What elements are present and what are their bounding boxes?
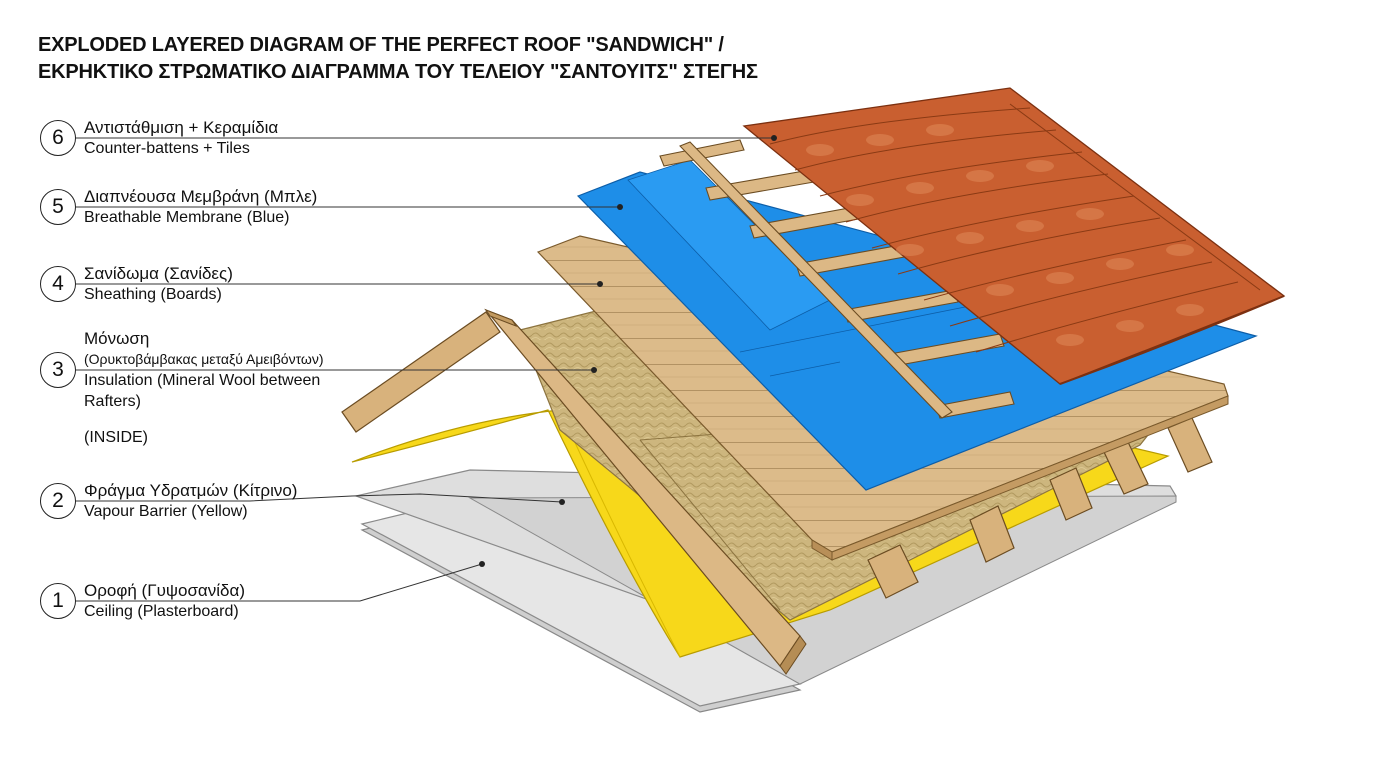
title-line-english: EXPLODED LAYERED DIAGRAM OF THE PERFECT … xyxy=(38,34,724,56)
callout-greek: Σανίδωμα (Σανίδες) xyxy=(84,264,233,283)
callout-english: Vapour Barrier (Yellow) xyxy=(84,503,248,520)
callout-number: 4 xyxy=(40,266,76,302)
callout-english: Counter-battens + Tiles xyxy=(84,140,250,157)
callout-english: Breathable Membrane (Blue) xyxy=(84,209,290,226)
callout-english: Insulation (Mineral Wool between xyxy=(84,372,321,389)
page-title: EXPLODED LAYERED DIAGRAM OF THE PERFECT … xyxy=(38,32,758,86)
callout-english: Ceiling (Plasterboard) xyxy=(84,603,239,620)
callout-english-cont: Rafters) xyxy=(84,393,141,410)
callout-number: 3 xyxy=(40,352,76,388)
title-line-greek: ΕΚΡΗΚΤΙΚΟ ΣΤΡΩΜΑΤΙΚΟ ΔΙΑΓΡΑΜΜΑ ΤΟΥ ΤΕΛΕΙ… xyxy=(38,61,758,83)
counter-battens xyxy=(659,139,1015,419)
callout-number: 2 xyxy=(40,483,76,519)
callout-greek: Οροφή (Γυψοσανίδα) xyxy=(84,581,245,600)
callout-greek: Φράγμα Υδρατμών (Κίτρινο) xyxy=(84,481,298,500)
callout-number: 6 xyxy=(40,120,76,156)
callout-number: 1 xyxy=(40,583,76,619)
roof-tiles xyxy=(742,87,1286,385)
callout-english: Sheathing (Boards) xyxy=(84,286,222,303)
leader-lines xyxy=(74,137,774,602)
callout-number: 5 xyxy=(40,189,76,225)
rafters xyxy=(341,308,1213,675)
leader-dots xyxy=(479,135,777,567)
inside-label: (INSIDE) xyxy=(84,429,148,446)
callout-greek: Αντιστάθμιση + Κεραμίδια xyxy=(84,118,279,137)
callout-greek-sub: (Ορυκτοβάμβακας μεταξύ Αμειβόντων) xyxy=(84,351,324,367)
callout-greek: Διαπνέουσα Μεμβράνη (Μπλε) xyxy=(84,187,318,206)
callout-greek: Μόνωση xyxy=(84,329,150,348)
